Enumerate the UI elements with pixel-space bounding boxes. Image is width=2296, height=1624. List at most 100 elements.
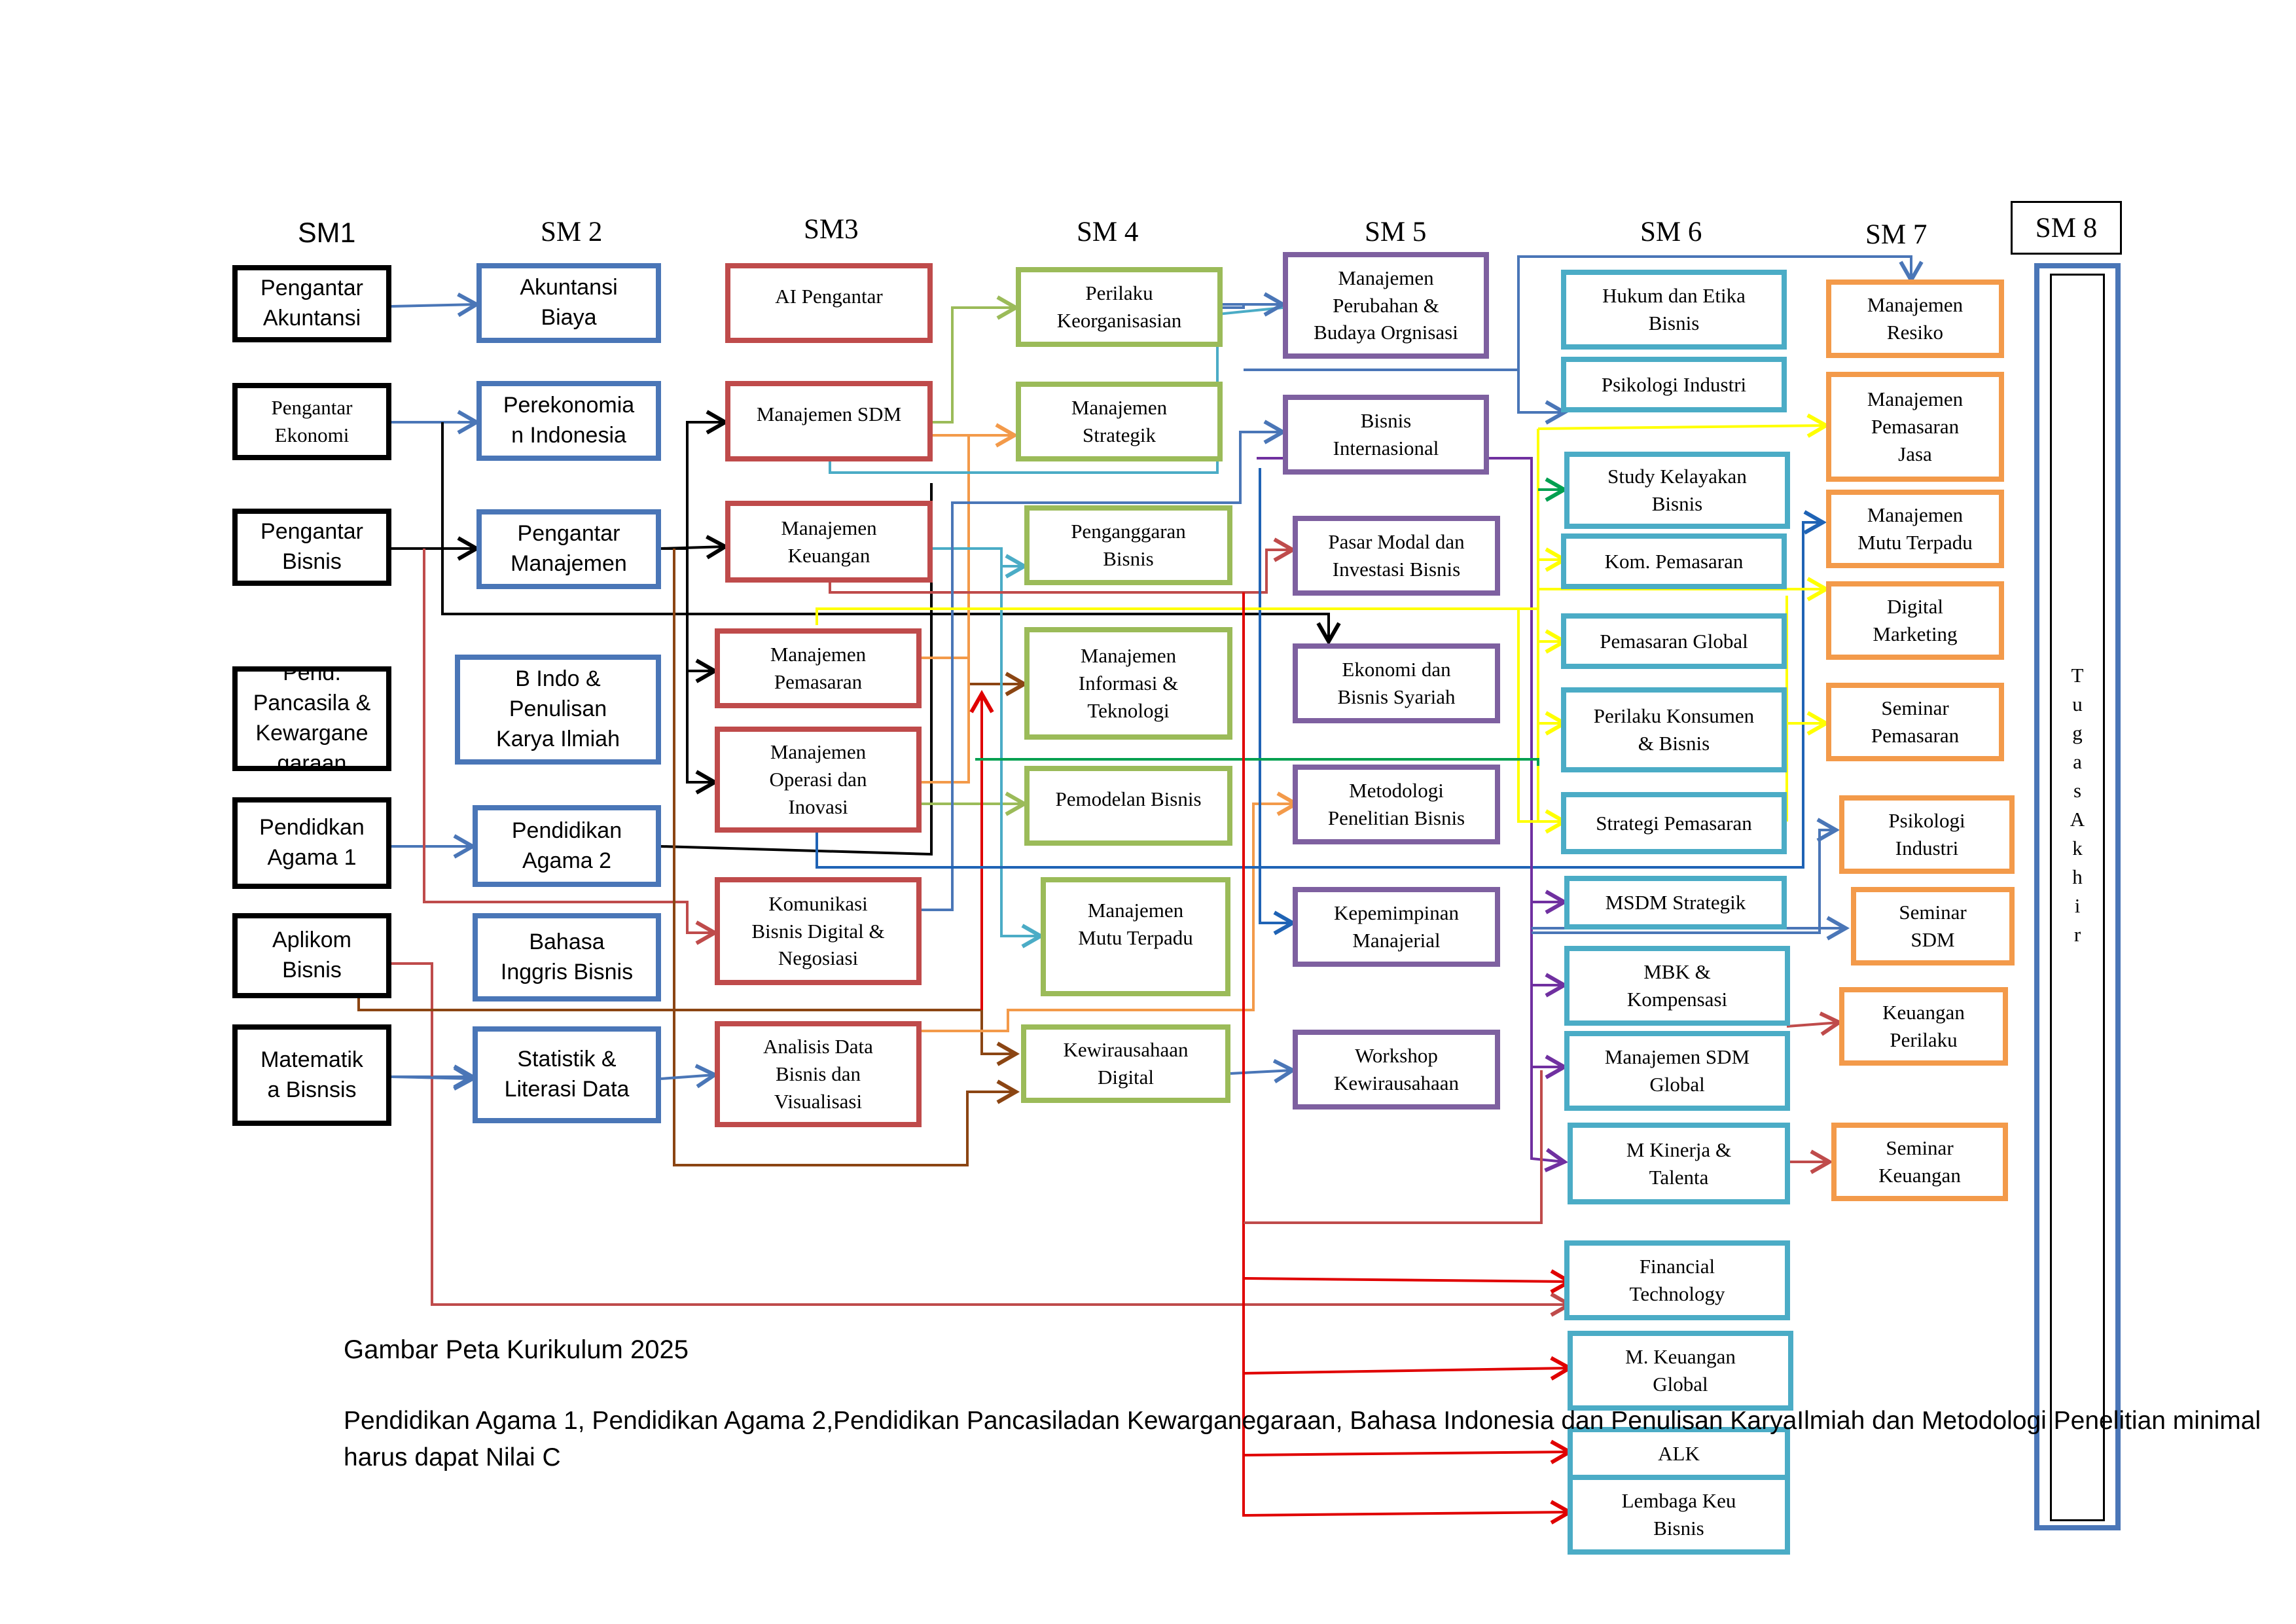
semester-3-header: SM3 — [804, 214, 859, 245]
semester-1-header: SM1 — [298, 217, 356, 249]
label-line: Bisnis — [1653, 1517, 1704, 1540]
course-label: Statistik &Literasi Data — [505, 1045, 630, 1105]
label-line: Internasional — [1333, 437, 1439, 460]
course-kom-pemasaran: Kom. Pemasaran — [1561, 533, 1787, 589]
label-line: Statistik & — [517, 1047, 617, 1072]
label-line: Mutu Terpadu — [1078, 926, 1193, 949]
label-line: Perekonomia — [503, 393, 635, 418]
label-line: u — [2072, 693, 2083, 715]
semester-8-header: SM 8 — [2011, 201, 2122, 255]
label-line: Inovasi — [788, 795, 848, 818]
label-line: B Indo & — [515, 666, 601, 692]
label-line: Technology — [1629, 1282, 1725, 1305]
label-line: g — [2072, 721, 2083, 744]
label-line: Financial — [1639, 1255, 1715, 1278]
label-line: Keuangan — [1878, 1164, 1961, 1187]
label-line: Manajemen — [1071, 396, 1168, 420]
label-line: Akuntansi — [520, 275, 618, 300]
label-line: Ilmiah dan Metodologi Penelitian minimal… — [344, 1407, 2261, 1471]
label-line: Visualisasi — [774, 1089, 863, 1113]
label-line: M Kinerja & — [1626, 1138, 1732, 1161]
label-line: Kompensasi — [1626, 988, 1728, 1011]
semester-4-header: SM 4 — [1077, 217, 1139, 247]
course-label: Pemasaran Global — [1600, 628, 1748, 655]
course-pemodelan-bisnis: Pemodelan Bisnis — [1024, 766, 1232, 846]
label-line: Bisnis — [1648, 312, 1700, 334]
label-line: Seminar — [1899, 901, 1967, 924]
label-line: Pendidikan — [511, 818, 622, 843]
label-line: Teknologi — [1087, 698, 1170, 722]
label-line: Kepemimpinan — [1333, 901, 1460, 925]
label-line: Penganggaran — [1071, 520, 1186, 543]
label-line: Akuntansi — [262, 306, 361, 331]
label-line: n Indonesia — [511, 423, 626, 448]
label-line: a Bisnsis — [267, 1077, 357, 1102]
course-pemasaran-global: Pemasaran Global — [1561, 613, 1787, 669]
label-line: Bisnis — [282, 549, 342, 574]
label-line: Global — [1653, 1373, 1708, 1396]
label-line: Digital — [1886, 595, 1944, 619]
label-line: Strategik — [1083, 424, 1156, 446]
label-line: Manajemen — [770, 740, 867, 764]
label-line: Bisnis — [1360, 409, 1412, 433]
label-line: Bisnis — [282, 958, 342, 983]
label-line: A — [2070, 808, 2085, 831]
label-line: Agama 1 — [267, 845, 357, 870]
label-line: SDM — [1910, 928, 1955, 951]
course-label: ALK — [1658, 1440, 1700, 1468]
label-line: Bisnis Syariah — [1337, 685, 1456, 708]
label-line: Ekonomi dan — [1342, 658, 1451, 681]
semester-7-header: SM 7 — [1865, 219, 1928, 250]
label-line: Negosiasi — [778, 947, 859, 970]
label-line: Manajemen — [1338, 266, 1434, 289]
label-line: Global — [1649, 1073, 1705, 1096]
label-line: Pancasila & — [253, 691, 371, 716]
label-line: Manajemen — [1867, 388, 1964, 411]
figure-title: Gambar Peta Kurikulum 2025 — [344, 1335, 689, 1364]
semester-5-header: SM 5 — [1365, 217, 1427, 247]
label-line: Manajemen — [1867, 503, 1964, 527]
course-statistik-literasi-data: Statistik &Literasi Data — [473, 1026, 661, 1123]
label-line: Resiko — [1886, 321, 1944, 344]
label-line: Pendidkan — [259, 815, 365, 840]
label-line: Pengantar — [517, 521, 620, 547]
label-line: Manajerial — [1352, 929, 1441, 952]
label-line: Talenta — [1649, 1165, 1709, 1189]
